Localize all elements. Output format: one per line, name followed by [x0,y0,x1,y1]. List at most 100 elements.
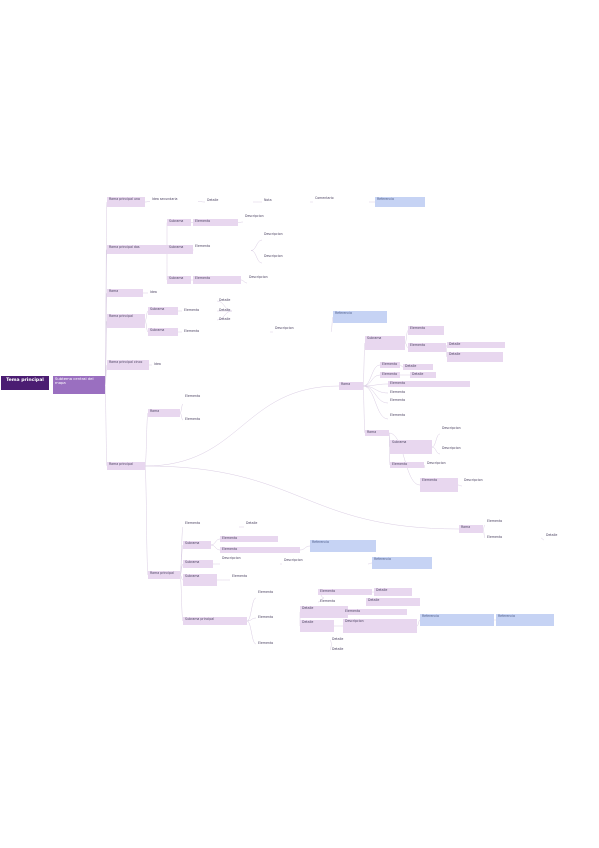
mindmap-node-b2a1[interactable]: Elemento [193,219,238,226]
mindmap-node-c2a1[interactable]: Descripcion [442,426,461,430]
connector-b2c2 [240,279,248,284]
mindmap-node-c2a2[interactable]: Descripcion [442,446,461,450]
mindmap-node-e5b[interactable]: Elemento [258,615,274,619]
mindmap-node-d1c[interactable]: Detalle [546,533,558,537]
mindmap-node-b3[interactable]: Rama [107,289,143,297]
mindmap-node-c1a3[interactable]: Detalle [447,342,505,348]
mindmap-node-c1[interactable]: Rama [339,382,363,390]
mindmap-node-b4a1[interactable]: Elemento [184,308,200,312]
mindmap-node-e6a[interactable]: Detalle [332,637,344,641]
mindmap-node-b4b2[interactable]: Descripcion [275,326,294,330]
mindmap-node-b4c[interactable]: Referencia [333,311,387,323]
mindmap-node-b2a2[interactable]: Descripcion [245,214,264,218]
mindmap-node-e5c3[interactable]: Elemento [320,599,336,603]
mindmap-node-b1c[interactable]: Nota [264,198,272,202]
mindmap-node-e5d1[interactable]: Elemento [343,609,407,615]
mindmap-node-e0[interactable]: Rama principal [148,571,180,579]
mindmap-node-e5f[interactable]: Referencia [496,614,554,626]
mindmap-node-c2b1[interactable]: Descripcion [427,461,446,465]
mindmap-node-e6[interactable]: Elemento [258,641,274,645]
mindmap-node-b4a4[interactable]: Detalle [219,317,231,321]
mindmap-node-e5b1[interactable]: Detalle [300,606,348,618]
mindmap-node-c2a[interactable]: Subrama [390,440,432,454]
mindmap-node-b3a[interactable]: Idea [150,290,157,294]
mindmap-node-e3c[interactable]: Referencia [372,557,432,569]
mindmap-node-b4b1[interactable]: Elemento [184,329,200,333]
mindmap-node-c1e[interactable]: Elemento [390,390,406,394]
mindmap-node-b4[interactable]: Rama principal [107,314,145,328]
mindmap-node-c2c1[interactable]: Descripcion [464,478,483,482]
connector-d1b [482,528,486,539]
mindmap-node-b1e[interactable]: Referencia [375,197,425,207]
mindmap-node-b5[interactable]: Rama principal cinco [107,360,149,370]
mindmap-node-e1a[interactable]: Detalle [246,521,258,525]
mindmap-node-b4a3[interactable]: Detalle [219,308,231,312]
mindmap-node-b4b[interactable]: Subrama [148,328,178,336]
mindmap-node-d1b[interactable]: Elemento [487,535,503,539]
mindmap-node-c1c[interactable]: Elemento [380,372,400,378]
mindmap-node-e2[interactable]: Subrama [183,541,211,549]
mindmap-node-b2a[interactable]: Subrama [167,219,191,226]
mindmap-node-e5c1[interactable]: Elemento [318,589,372,595]
mindmap-node-e5d2[interactable]: Descripcion [343,619,417,633]
mindmap-node-c1c2[interactable]: Detalle [410,372,436,378]
mindmap-node-e5c2[interactable]: Detalle [374,588,412,596]
mindmap-node-b4a[interactable]: Subrama [148,307,178,315]
mindmap-node-b1[interactable]: Rama principal uno [107,197,145,207]
mindmap-node-c1d[interactable]: Elemento [388,381,470,387]
mindmap-node-b2b1[interactable]: Elemento [195,244,211,248]
mindmap-node-b6a[interactable]: Elemento [185,394,201,398]
mindmap-node-c2b[interactable]: Elemento [390,462,424,468]
mindmap-node-b1a[interactable]: Idea secundaria [152,197,178,201]
mindmap-node-c1f[interactable]: Elemento [390,398,406,402]
mindmap-node-e2c[interactable]: Referencia [310,540,376,552]
mindmap-node-e6b[interactable]: Detalle [332,647,344,651]
mindmap-node-c1c1[interactable]: Detalle [403,364,433,370]
mindmap-node-c2[interactable]: Rama [365,430,389,436]
mindmap-node-e5[interactable]: Subrama principal [183,617,247,625]
mindmap-node-b6[interactable]: Rama [148,409,180,417]
mindmap-node-c1b[interactable]: Elemento [380,362,400,368]
mindmap-node-b4a2[interactable]: Detalle [219,298,231,302]
mindmap-node-e5c4[interactable]: Detalle [366,598,420,606]
mindmap-node-c2c[interactable]: Elemento [420,478,458,492]
connector-d1c [540,537,545,541]
mindmap-node-e2a[interactable]: Elemento [220,536,278,542]
connector-b4a2 [216,300,233,312]
connector-b4b [144,320,149,333]
mindmap-node-d1a[interactable]: Elemento [487,519,503,523]
mindmap-node-e3a[interactable]: Descripcion [222,556,241,560]
mindmap-node-e1[interactable]: Elemento [185,521,201,525]
mindmap-node-b2c1[interactable]: Elemento [193,276,241,284]
mindmap-node-e2b[interactable]: Elemento [220,547,300,553]
mindmap-node-b2[interactable]: Rama principal dos [107,245,167,254]
mindmap-node-b2b[interactable]: Subrama [167,245,193,254]
mindmap-node-b2b2[interactable]: Descripcion [264,232,283,236]
connector-e5 [179,574,184,622]
mindmap-node-e3[interactable]: Subrama [183,560,213,568]
mindmap-node-c1a2[interactable]: Elemento [408,343,446,352]
mindmap-node-b2c2[interactable]: Descripcion [249,275,268,279]
mindmap-node-c1a1[interactable]: Elemento [408,326,444,335]
mindmap-node-e4[interactable]: Subrama [183,574,217,586]
mindmap-node-b2c[interactable]: Subrama [167,276,191,284]
mindmap-node-b1d[interactable]: Comentario [315,196,334,200]
connector-b7 [104,384,108,467]
mindmap-node-e5b2[interactable]: Detalle [300,620,334,632]
mindmap-node-b2b3[interactable]: Descripcion [264,254,283,258]
mindmap-node-e3b[interactable]: Descripcion [284,558,303,562]
mindmap-node-c1a[interactable]: Subrama [365,336,405,350]
mindmap-node-e5a[interactable]: Elemento [258,590,274,594]
mindmap-node-c1g[interactable]: Elemento [390,413,406,417]
root-node[interactable]: Tema principal [1,376,49,390]
mindmap-node-b6b[interactable]: Elemento [185,417,201,421]
mindmap-node-c1a4[interactable]: Detalle [447,352,503,362]
mindmap-node-e5e[interactable]: Referencia [420,614,494,626]
mindmap-node-d1[interactable]: Rama [459,525,483,533]
mindmap-node-b7[interactable]: Rama principal [107,462,145,470]
mindmap-node-b5a[interactable]: Idea [154,362,161,366]
connector-c1a2 [404,342,409,348]
root-subtitle-node[interactable]: Subtema central del mapa [53,376,105,394]
mindmap-node-b1b[interactable]: Detalle [207,198,219,202]
mindmap-node-e4a[interactable]: Elemento [232,574,248,578]
